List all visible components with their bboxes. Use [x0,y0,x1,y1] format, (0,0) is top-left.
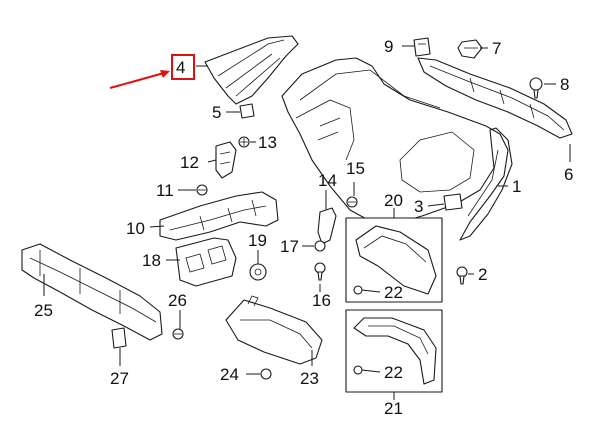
callout-2: 2 [478,265,487,284]
highlight-arrow [109,70,170,89]
part-14-clip [317,207,337,245]
callout-3: 3 [414,197,423,216]
part-2-push-pin [456,266,468,285]
part-5-retainer [239,103,255,119]
callout-24: 24 [220,365,239,384]
part-3-plate [443,193,463,211]
part-24-push-pin [260,368,272,380]
part-17-nut [314,240,326,252]
callout-20: 20 [384,191,403,210]
leader-lines [43,45,571,400]
part-8-push-pin [529,77,543,99]
callout-9: 9 [384,37,393,56]
callout-22-upper: 22 [384,283,403,302]
callout-27: 27 [110,369,129,388]
callout-4: 4 [176,58,185,77]
part-9-clip [413,37,431,57]
callout-14: 14 [318,171,337,190]
part-26-screw [172,328,184,340]
part-10-side-bracket [159,191,279,241]
callout-19: 19 [248,231,267,250]
part-25-beam [21,243,163,341]
callout-12: 12 [180,153,199,172]
callout-16: 16 [312,291,331,310]
callout-15: 15 [346,159,365,178]
callout-21: 21 [384,399,403,418]
part-7-retainer [457,39,483,59]
part-4-bracket [204,35,299,105]
callout-5: 5 [212,103,221,122]
highlight-box [171,54,195,80]
callout-8: 8 [560,75,569,94]
part-6-absorber [417,57,573,139]
part-19-grommet [249,263,267,281]
callout-18: 18 [142,251,161,270]
part-18-guide-bracket [175,237,237,287]
callout-26: 26 [168,291,187,310]
part-21-box [345,309,443,393]
callout-25: 25 [34,301,53,320]
callout-6: 6 [564,165,573,184]
callout-23: 23 [300,369,319,388]
part-15-screw [346,196,358,208]
callout-11: 11 [156,181,174,200]
callout-7: 7 [492,39,501,58]
part-11-screw [196,184,208,196]
part-27-clip [111,327,127,349]
part-23-shield [225,295,323,365]
part-20-box [345,217,443,303]
callout-13: 13 [258,133,277,152]
callout-22-lower: 22 [384,363,403,382]
part-16-bolt [314,262,326,281]
callout-1: 1 [512,177,521,196]
callout-labels: 4 5 13 12 11 10 18 19 14 15 17 16 3 2 1 … [34,37,573,418]
callout-17: 17 [280,237,299,256]
part-12-bracket [215,141,237,179]
part-13-screw [238,136,250,148]
callout-10: 10 [126,219,145,238]
